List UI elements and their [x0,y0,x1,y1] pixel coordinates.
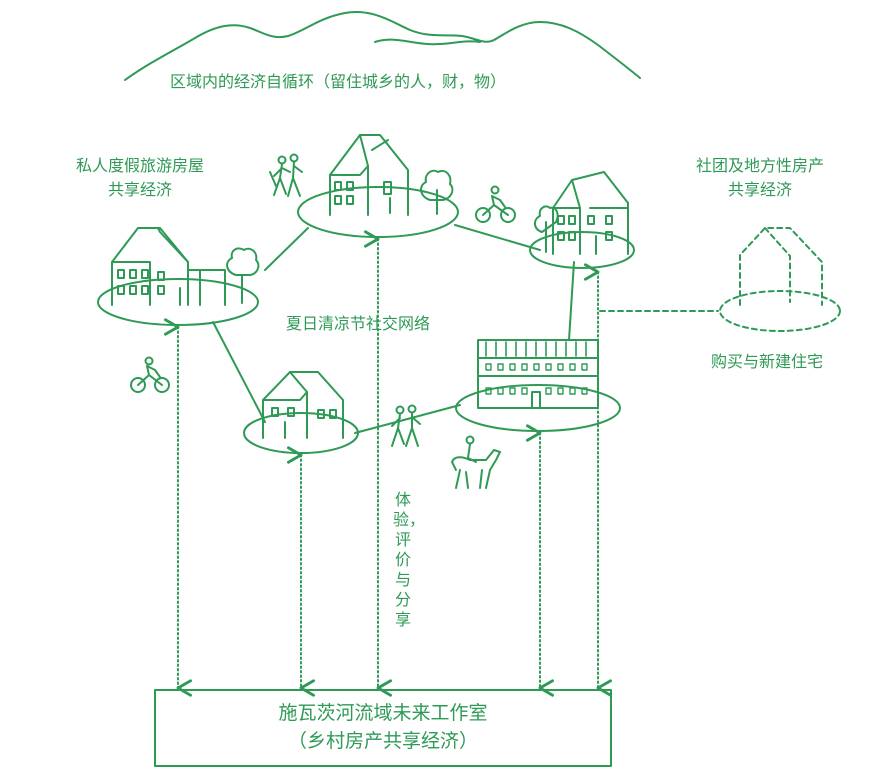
community-line1: 社团及地方性房产 [695,156,824,175]
experience-label: 体验，评价与分享 [393,490,426,629]
island-bottom-left [243,412,359,454]
tree-icon [226,247,260,304]
mountains-icon [124,11,641,81]
island-right [529,231,635,269]
house-icon [329,134,409,216]
cyclist-icon [130,356,170,393]
house-icon [552,171,629,255]
private-house-line1: 私人度假旅游房屋 [75,156,204,175]
studio-box [154,689,612,767]
buy-build-label: 购买与新建住宅 [711,352,824,371]
island-top [297,186,459,238]
tree-icon [534,205,559,253]
horse-rider-icon [451,435,501,489]
house-icon [477,339,599,409]
dotted-arrows [163,230,613,697]
community-line2: 共享经济 [727,180,792,199]
house-icon [262,371,344,439]
hikers-icon [269,153,303,197]
house-icon [111,227,226,306]
tree-icon [420,169,454,215]
dashed-house-icon [719,227,841,332]
top-title: 区域内的经济自循环（留住城乡的人，财，物） [170,72,507,91]
private-house-label: 私人度假旅游房屋 共享经济 [58,154,222,202]
private-house-line2: 共享经济 [107,180,172,199]
studio-title: 施瓦茨河流域未来工作室 [278,702,488,724]
summer-network-label: 夏日清凉节社交网络 [286,314,431,333]
cyclist-icon [475,185,516,223]
hikers-icon [391,404,421,447]
community-label: 社团及地方性房产 共享经济 [678,154,842,202]
studio-subtitle: （乡村房产共享经济） [287,730,478,752]
